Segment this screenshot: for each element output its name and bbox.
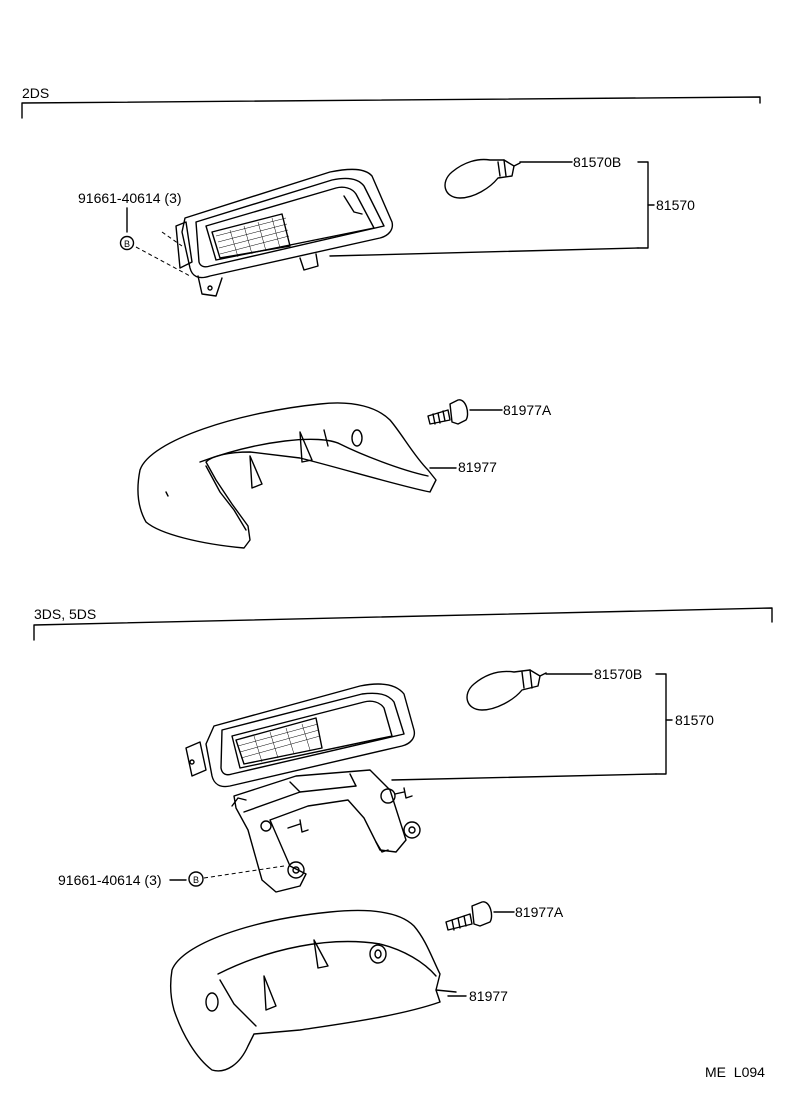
bracket-lamp-assy-2ds: [637, 161, 649, 249]
label-lamp-assy-3ds-5ds: 81570: [675, 712, 714, 728]
section-bracket-3ds-5ds: [33, 607, 773, 641]
stop-lamp-2ds: [175, 168, 394, 297]
label-clip-2ds: 81977A: [503, 402, 552, 418]
label-bulb-3ds-5ds: 81570B: [594, 666, 642, 682]
bulb-2ds: [444, 158, 521, 199]
label-bulb-2ds: 81570B: [573, 154, 621, 170]
fastener-mark-2ds-letter: B: [124, 239, 130, 249]
leader-lamp-3ds-5ds: [391, 773, 657, 781]
stop-lamp-3ds-5ds: [185, 683, 421, 893]
section-title-3ds-5ds: 3DS, 5DS: [34, 606, 96, 622]
label-clip-3ds-5ds: 81977A: [515, 904, 564, 920]
cover-2ds: [137, 402, 437, 549]
label-screw-3ds-5ds: 91661-40614 (3): [58, 872, 162, 888]
bracket-lamp-assy-3ds-5ds: [655, 673, 667, 775]
leader-lamp-2ds: [329, 247, 639, 257]
section-2ds: 2DS 81570B 81570: [21, 85, 761, 549]
fastener-mark-2ds: [119, 235, 135, 251]
section-title-2ds: 2DS: [22, 85, 49, 101]
label-lamp-assy-2ds: 81570: [656, 197, 695, 213]
clip-2ds: [427, 399, 469, 425]
clip-3ds-5ds: [445, 901, 493, 931]
section-3ds-5ds: 3DS, 5DS 81570B 81570: [33, 606, 773, 1072]
section-bracket-2ds: [21, 96, 761, 119]
diagram-code: ME L094: [705, 1064, 765, 1080]
label-cover-3ds-5ds: 81977: [469, 988, 508, 1004]
fastener-mark-3ds-5ds: [188, 871, 204, 887]
label-screw-2ds: 91661-40614 (3): [78, 190, 182, 206]
label-cover-2ds: 81977: [458, 459, 497, 475]
cover-3ds-5ds: [169, 909, 457, 1072]
bulb-3ds-5ds: [466, 669, 547, 711]
fastener-mark-3ds-5ds-letter: B: [193, 875, 199, 885]
